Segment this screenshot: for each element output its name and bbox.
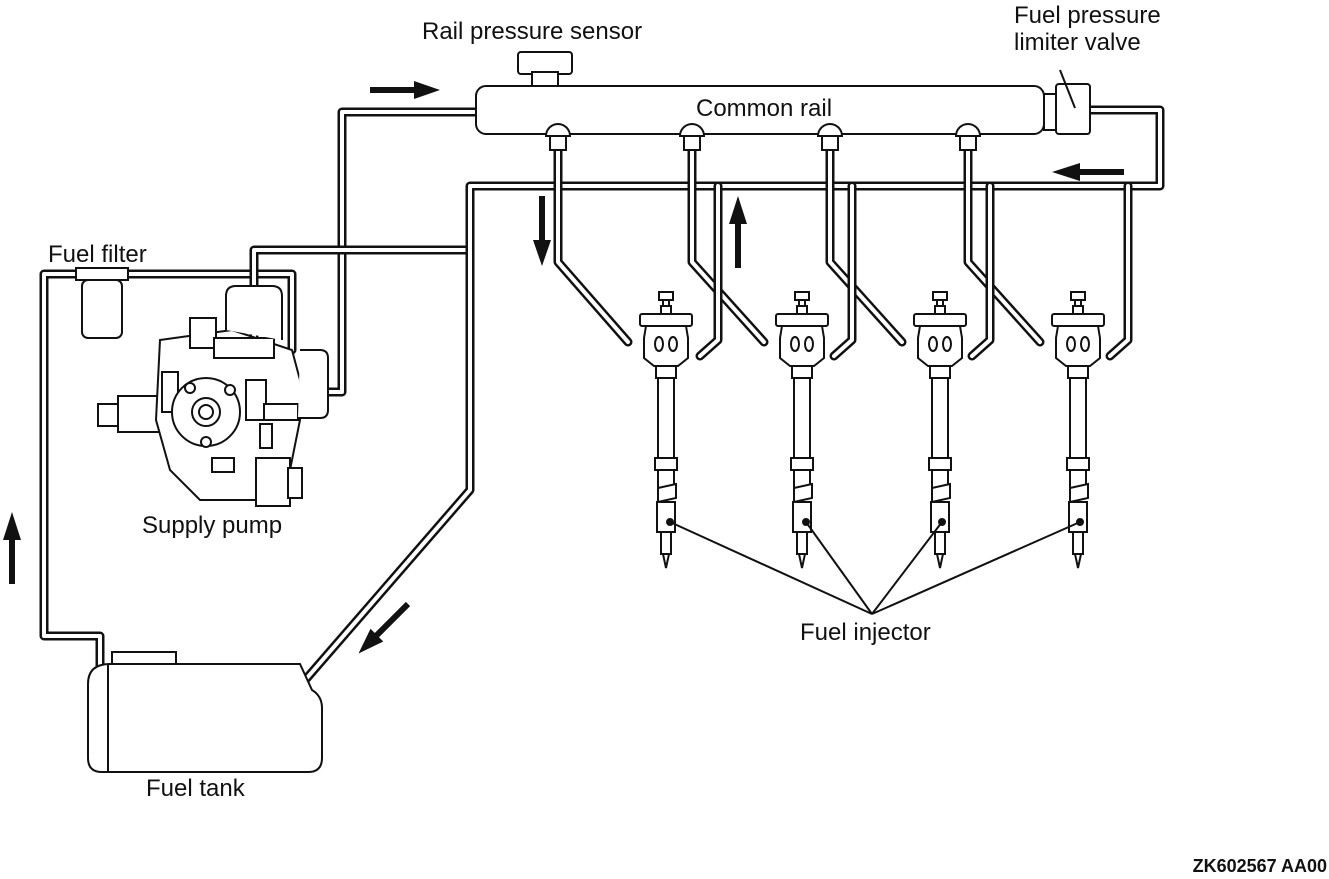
common-rail-label: Common rail [696,95,833,122]
fuel-pressure-limiter-valve-label-line1: Fuel pressure [1014,2,1161,29]
return-pipe [295,105,1165,691]
arrow-right-icon [370,81,440,99]
flow-arrows [3,81,1124,654]
fuel-injector-1 [639,291,693,569]
common-rail [475,85,1045,151]
arrow-up-icon [729,196,747,268]
injector-leader-lines [666,518,1084,615]
injector-pipe-2 [687,145,769,347]
fuel-filter [75,267,129,339]
fuel-filter-label: Fuel filter [48,241,147,268]
figure-code: ZK602567 AA00 [1192,856,1327,876]
fuel-tank [87,651,323,773]
supply-pump-label: Supply pump [142,512,283,539]
rail-pressure-sensor [517,51,573,87]
fuel-tank-label: Fuel tank [146,775,245,802]
injector-pipe-1 [553,145,633,347]
arrow-down-left-icon [358,601,411,654]
arrow-down-icon [533,196,551,266]
fuel-pressure-limiter-valve [1043,69,1091,135]
injector-pipe-4 [963,145,1045,347]
fuel-pressure-limiter-valve-label-line2: limiter valve [1014,29,1141,56]
fuel-injector-2 [775,291,829,569]
fuel-injector-label: Fuel injector [800,619,931,646]
fuel-injector-3 [913,291,967,569]
arrow-up-icon [3,512,21,584]
arrow-left-icon [1052,163,1124,181]
rail-pressure-sensor-label: Rail pressure sensor [422,18,643,45]
injector-pipe-3 [825,145,907,347]
fuel-injector-4 [1051,291,1105,569]
supply-pump [97,285,329,507]
